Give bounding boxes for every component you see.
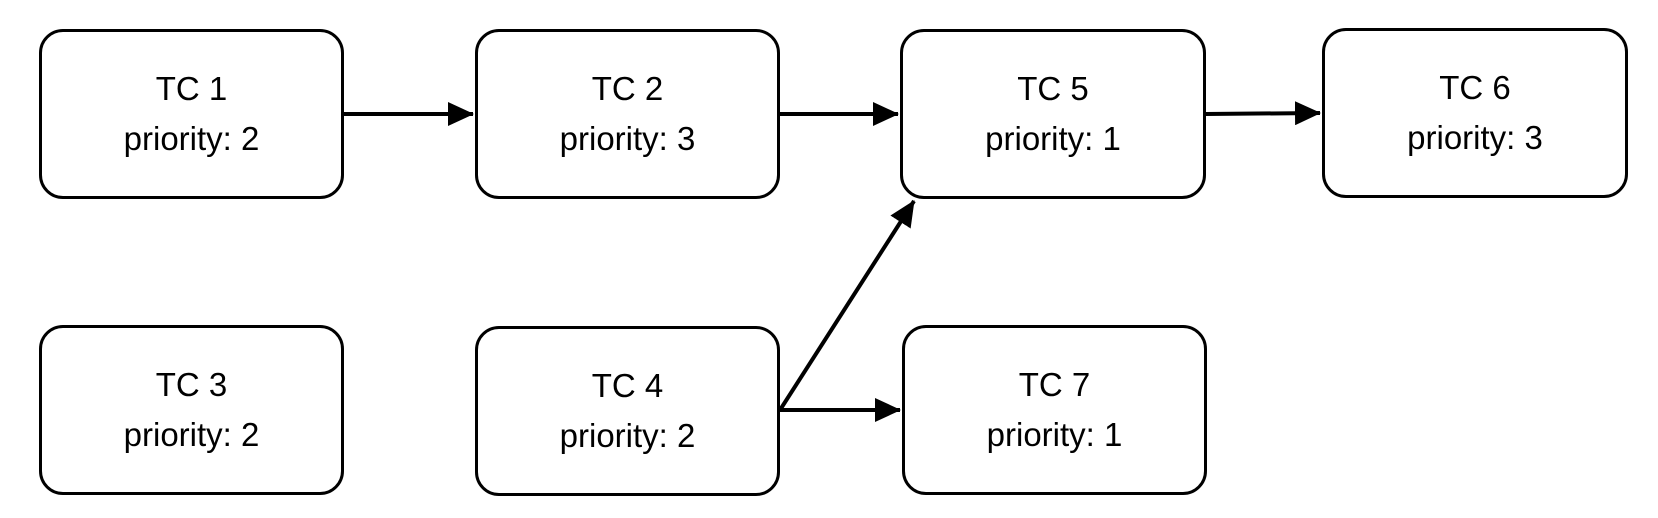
- node-priority: priority: 1: [985, 120, 1121, 157]
- node-priority: priority: 1: [986, 416, 1123, 453]
- node-tc4: TC 4 priority: 2: [475, 326, 780, 496]
- node-tc7: TC 7 priority: 1: [902, 325, 1207, 495]
- node-priority: priority: 2: [123, 120, 260, 157]
- edge-tc4-tc5: [778, 199, 916, 412]
- node-priority: priority: 3: [1407, 119, 1543, 156]
- node-title: TC 3: [155, 366, 228, 403]
- node-priority: priority: 3: [559, 120, 696, 157]
- node-title: TC 2: [591, 70, 664, 107]
- node-tc1: TC 1 priority: 2: [39, 29, 344, 199]
- node-title: TC 1: [155, 70, 228, 107]
- node-title: TC 5: [1017, 70, 1089, 107]
- node-title: TC 7: [1018, 366, 1091, 403]
- node-title: TC 4: [591, 367, 664, 404]
- node-tc6: TC 6 priority: 3: [1322, 28, 1628, 198]
- node-tc2: TC 2 priority: 3: [475, 29, 780, 199]
- node-tc5: TC 5 priority: 1: [900, 29, 1206, 199]
- node-tc3: TC 3 priority: 2: [39, 325, 344, 495]
- node-priority: priority: 2: [123, 416, 260, 453]
- edge-tc5-tc6: [1205, 101, 1321, 126]
- node-title: TC 6: [1439, 69, 1511, 106]
- node-priority: priority: 2: [559, 417, 696, 454]
